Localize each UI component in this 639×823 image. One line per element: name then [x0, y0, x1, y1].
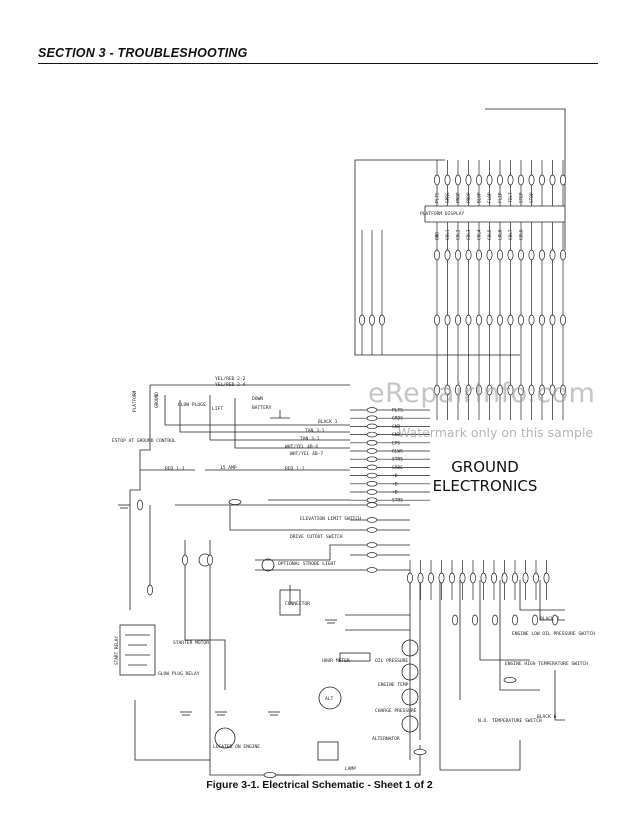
lamp-label: LAMP [345, 766, 356, 772]
watermark-note: Watermark only on this sample [398, 425, 594, 440]
platform-label: PLATFORM [132, 390, 138, 412]
alternator-label: ALTERNATOR [372, 736, 400, 742]
start-relay-label: STARTER MOTOR [173, 640, 209, 646]
yel-red-2-4-label: YEL/RED 2-4 [215, 382, 246, 388]
charge-pressure-label: CHARGE PRESSURE [375, 708, 417, 714]
fuse-label: 15 AMP [220, 465, 237, 471]
oil-pressure-label: OIL PRESSURE [375, 658, 408, 664]
ground-electronics-title: GROUND ELECTRONICS [420, 458, 550, 496]
top-pin-label: FLOP [487, 192, 493, 203]
battery-label: START RELAY [114, 636, 120, 665]
red-1-3-label: RED 1-3 [165, 466, 185, 472]
row-label: +B [392, 473, 398, 479]
engine-temp-label: ENGINE TEMP [378, 682, 409, 688]
bottom-pin-label: COL2 [456, 229, 462, 240]
top-pin-label: BLOP [477, 192, 483, 203]
wht-yel-label-2: WHT/YEL 4B-7 [290, 451, 323, 457]
drive-cutout-label: DRIVE CUTOUT SWITCH [290, 534, 343, 540]
bottom-pin-label: COL7 [508, 229, 514, 240]
tan-label-2: TAN 3-1 [300, 436, 320, 442]
tan-label: TAN 3-1 [305, 428, 325, 434]
located-on-engine-label: GLOW PLUG RELAY [158, 671, 200, 677]
glow-plugs-label: LIFT [212, 406, 223, 412]
bottom-pin-label: LOL6 [498, 229, 504, 240]
down-label: BATTERY [252, 405, 272, 411]
starter-motor-label: LOCATED ON ENGINE [213, 744, 260, 750]
no-temp-switch-label: N.O. TEMPERATURE SWITCH [478, 718, 542, 724]
section-header: SECTION 3 - TROUBLESHOOTING [38, 46, 248, 60]
top-pin-label: STEP [519, 192, 525, 203]
top-pin-label: GPRG [445, 192, 451, 203]
bottom-pin-label: COL8 [519, 229, 525, 240]
top-pin-label: PROP [466, 192, 472, 203]
wht-yel-label: WHT/YEL 4B-6 [285, 444, 318, 450]
row-label: GLWG [392, 449, 403, 455]
bottom-pin-label: COL1 [445, 229, 451, 240]
header-rule [38, 63, 598, 64]
row-label: PLTS [392, 408, 403, 414]
top-pin-label: FLIP [498, 192, 504, 203]
ground-electronics-line-1: GROUND [451, 458, 519, 476]
lift-label: DOWN [252, 396, 263, 402]
high-temp-switch-label: ENGINE HIGH TEMPERATURE SWITCH [505, 661, 588, 667]
row-label: EPG [392, 440, 401, 446]
black-2-label: BLACK 2 [540, 616, 560, 622]
estop-label: ESTOP AT GROUND CONTROL [112, 438, 176, 444]
row-label: GRDS [392, 416, 403, 422]
top-pin-label: STOP [529, 192, 535, 203]
black-6-label: BLACK 6 [537, 714, 557, 720]
platform-display-label: PLATFORM DISPLAY [420, 211, 464, 217]
top-pin-label: PLTS [435, 192, 441, 203]
red-1-1-label: RED 1-1 [285, 466, 305, 472]
row-label: STRS [392, 457, 403, 463]
bottom-pin-label: GND [435, 232, 441, 240]
start-label: GLOW PLUGS [178, 402, 206, 408]
bottom-pin-label: COL5 [487, 229, 493, 240]
row-label: STRS [392, 498, 403, 504]
figure-caption: Figure 3-1. Electrical Schematic - Sheet… [206, 779, 433, 791]
bottom-pin-label: COL4 [477, 229, 483, 240]
connector-label: CONNECTOR [285, 601, 310, 607]
row-label: +B [392, 490, 398, 496]
alt-label: ALT [325, 696, 334, 702]
row-label: +B [392, 481, 398, 487]
ground-electronics-line-2: ELECTRONICS [432, 477, 538, 495]
strobe-label: OPTIONAL STROBE LIGHT [278, 561, 336, 567]
watermark: eRepairInfo.com [368, 378, 596, 409]
elevation-switch-label: ELEVATION LIMIT SWITCH [300, 516, 361, 522]
black-1-label: BLACK 1 [318, 419, 338, 425]
top-pin-label: PROP [456, 192, 462, 203]
bottom-pin-label: COL3 [466, 229, 472, 240]
row-label: GRDE [392, 465, 403, 471]
top-pin-label: TILT [508, 192, 514, 203]
hour-meter-label: HOUR METER [322, 658, 350, 664]
low-oil-switch-label: ENGINE LOW OIL PRESSURE SWITCH [512, 631, 595, 637]
row-label: GND [392, 424, 401, 430]
row-label: GND [392, 432, 401, 438]
yel-red-label: YEL/RED 2-2 [215, 376, 246, 382]
ground-label: GROUND [154, 392, 160, 408]
